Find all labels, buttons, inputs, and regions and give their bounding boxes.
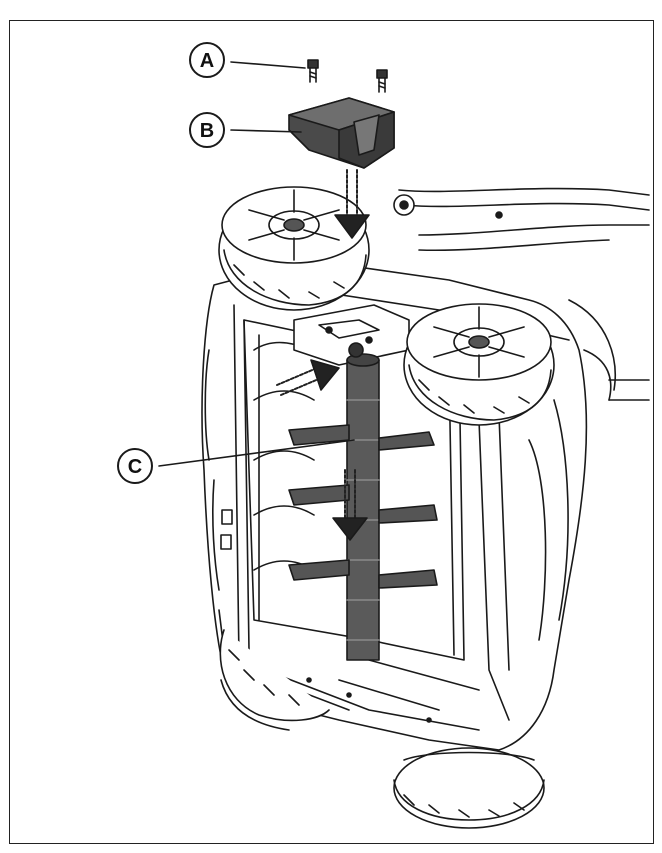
callout-a-label: A (200, 50, 214, 72)
callout-c-circle (117, 448, 153, 484)
blade-shaft (288, 342, 438, 661)
leader-line-b (230, 129, 302, 133)
assembly-diagram: A B C (117, 42, 650, 829)
arrow-to-bracket (276, 359, 340, 396)
callout-c-label: C (128, 456, 142, 478)
shaft-bracket (293, 304, 410, 366)
leader-line-a (230, 61, 306, 69)
wheel-top-left (218, 186, 370, 311)
arrow-down-cap (334, 169, 370, 239)
wheel-right (403, 303, 555, 426)
wheel-bottom-left (219, 629, 330, 731)
arrow-down-shaft (332, 469, 368, 541)
cover-cap (288, 97, 395, 169)
callout-b-label: B (200, 120, 214, 142)
handle-frame (393, 187, 650, 401)
wheel-bottom-right (393, 747, 545, 829)
callout-a-circle (189, 42, 225, 78)
callout-b-circle (189, 112, 225, 148)
screw-pair (307, 59, 388, 93)
leader-line-c (158, 439, 355, 467)
